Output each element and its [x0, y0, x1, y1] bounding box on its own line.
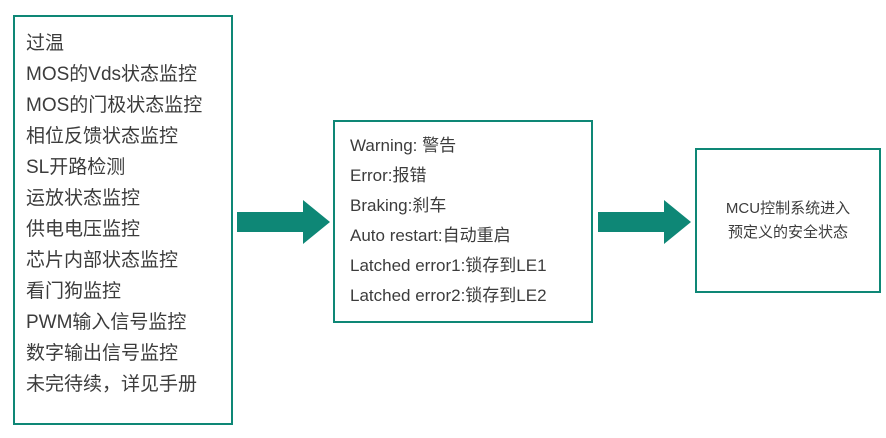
monitor-function-item: 数字输出信号监控 — [26, 343, 179, 364]
error-reaction-item: Braking:刹车 — [350, 196, 447, 215]
error-reaction-box: Warning: 警告 Error:报错 Braking:刹车 Auto restar… — [333, 120, 593, 323]
monitor-function-item: 芯片内部状态监控 — [26, 250, 179, 271]
mcu-safe-state-box: MCU控制系统进入 预定义的安全状态 — [695, 148, 881, 293]
flow-arrow-1 — [237, 200, 330, 244]
arrow-right-icon — [237, 200, 330, 244]
monitor-functions-box: 过温 MOS的Vds状态监控 MOS的门极状态监控相位反馈状态监控 SL开路检测运放状… — [13, 15, 233, 425]
error-reaction-item: Latched error1:锁存到LE1 — [350, 256, 547, 275]
monitor-function-item: 供电电压监控 — [26, 219, 141, 240]
mcu-safe-state-text: MCU控制系统进入 预定义的安全状态 — [726, 197, 850, 245]
mcu-safe-state-line1: MCU控制系统进入 — [725, 199, 851, 217]
monitor-function-item: 运放状态监控 — [26, 188, 141, 209]
monitor-function-item: 看门狗监控 — [26, 281, 122, 302]
monitor-function-item: 相位反馈状态监控 — [26, 126, 179, 147]
monitor-function-item: 未完待续，详见手册 — [26, 374, 198, 395]
mcu-safe-state-line2: 预定义的安全状态 — [727, 223, 848, 241]
error-reaction-item: Warning: 警告 — [350, 136, 457, 155]
arrow-right-icon — [598, 200, 691, 244]
monitor-function-item: MOS的Vds状态监控 — [26, 64, 198, 85]
monitor-function-item: 过温 — [26, 33, 65, 54]
error-reaction-item: Auto restart:自动重启 — [350, 226, 511, 245]
error-reaction-item: Latched error2:锁存到LE2 — [350, 286, 547, 305]
monitor-function-item: SL开路检测 — [26, 157, 126, 178]
monitor-function-item: PWM输入信号监控 — [26, 312, 187, 333]
error-reaction-item: Error:报错 — [350, 166, 427, 185]
monitor-function-item: MOS的门极状态监控 — [26, 95, 203, 116]
flow-arrow-2 — [598, 200, 691, 244]
